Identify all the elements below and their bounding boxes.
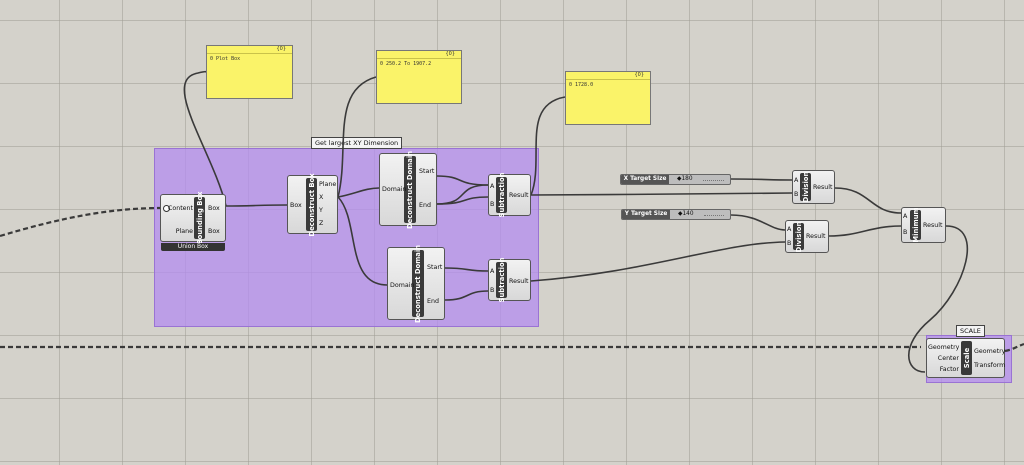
subtraction-1-component[interactable]: Subtraction A B Result: [488, 172, 531, 218]
port-a-in[interactable]: A: [490, 268, 495, 275]
component-name-band: Deconstruct Box: [306, 172, 317, 237]
scale-component[interactable]: Scale Geometry Center Factor Geometry Tr…: [926, 338, 1005, 378]
port-a-in[interactable]: A: [787, 226, 792, 233]
panel-header: {0}: [377, 51, 461, 59]
port-start-out[interactable]: Start: [419, 168, 435, 175]
port-factor-in[interactable]: Factor: [939, 366, 959, 373]
port-y-out[interactable]: Y: [319, 207, 323, 214]
port-b-in[interactable]: B: [903, 229, 908, 236]
wire-min-to-factor: [907, 225, 969, 373]
wire-sub1-to-div1: [530, 192, 793, 196]
component-name-band: Deconstruct Domain: [412, 244, 424, 323]
wire-dd1-start-a: [436, 175, 489, 186]
port-x-out[interactable]: X: [319, 194, 324, 201]
port-a-in[interactable]: A: [490, 183, 495, 190]
slider-value: ◆180: [677, 176, 693, 182]
minimum-component[interactable]: Minimum A B Result: [901, 207, 946, 243]
component-name-band: Subtraction: [496, 172, 507, 218]
port-center-in[interactable]: Center: [937, 355, 959, 362]
wire-dd2-end-b: [444, 290, 489, 301]
port-b-in[interactable]: B: [787, 240, 792, 247]
port-start-out[interactable]: Start: [427, 264, 443, 271]
slider-label: Y Target Size: [622, 210, 670, 219]
wire-y-to-dd2: [337, 196, 388, 286]
component-name-band: Scale: [961, 341, 972, 375]
wire-bbox-to-debox: [225, 204, 288, 207]
panel-text: 0 1728.0: [569, 82, 594, 88]
union-box-label: Union Box: [161, 243, 225, 251]
wire-div2-to-min: [828, 225, 902, 237]
component-name-band: Division: [800, 171, 811, 203]
panel-plot-box[interactable]: {0} 0 Plot Box: [206, 45, 293, 99]
slider-value: ◆140: [678, 211, 694, 217]
wire-sub2-to-div2: [530, 241, 786, 282]
deconstruct-domain-1-component[interactable]: Deconstruct Domain Domain Start End: [379, 150, 437, 229]
wire-dd1-end-b: [436, 196, 489, 205]
port-result-out[interactable]: Result: [806, 233, 826, 240]
port-b-in[interactable]: B: [490, 287, 495, 294]
port-end-out[interactable]: End: [427, 298, 439, 305]
port-box-out-1[interactable]: Box: [208, 205, 220, 212]
wire-incoming-content: [0, 206, 162, 238]
port-end-out[interactable]: End: [419, 202, 431, 209]
port-content[interactable]: Content: [167, 205, 193, 212]
group-label-largest-xy: Get largest XY Dimension: [311, 137, 403, 149]
deconstruct-domain-2-component[interactable]: Deconstruct Domain Domain Start End: [387, 244, 445, 323]
port-result-out[interactable]: Result: [813, 184, 833, 191]
port-geometry-in[interactable]: Geometry: [928, 344, 960, 351]
wire-yslider-to-div2: [730, 214, 786, 231]
port-box-out-2[interactable]: Box: [208, 228, 220, 235]
port-a-in[interactable]: A: [794, 177, 799, 184]
component-name-band: Subtraction: [496, 257, 507, 303]
bounding-box-component[interactable]: Bounding Box Content Plane Box Box: [160, 191, 226, 245]
wire-x-to-dd1: [337, 187, 380, 198]
panel-text: 0 Plot Box: [210, 56, 241, 62]
division-2-component[interactable]: Division A B Result: [785, 220, 829, 253]
slider-label: X Target Size: [621, 175, 669, 184]
component-name-band: Minimum: [910, 207, 921, 243]
wire-dd2-start-a: [444, 267, 489, 272]
port-result-out[interactable]: Result: [509, 192, 529, 199]
port-b-in[interactable]: B: [490, 201, 495, 208]
wire-sub1-to-panel3: [530, 96, 566, 196]
panel-text: 0 250.2 To 1907.2: [380, 61, 432, 67]
wire-scale-out: [1004, 342, 1024, 353]
port-a-in[interactable]: A: [903, 213, 908, 220]
port-z-out[interactable]: Z: [319, 220, 324, 227]
panel-x-length[interactable]: {0} 0 1728.0: [565, 71, 651, 125]
division-1-component[interactable]: Division A B Result: [792, 170, 835, 204]
wire-div1-to-min: [834, 187, 902, 214]
component-name-band: Division: [793, 221, 804, 252]
port-plane-out[interactable]: Plane: [319, 181, 337, 188]
content-port-icon[interactable]: [163, 205, 170, 212]
wire-xslider-to-div1: [730, 178, 793, 181]
port-plane[interactable]: Plane: [175, 228, 193, 235]
port-result-out[interactable]: Result: [923, 222, 943, 229]
panel-x-domain[interactable]: {0} 0 250.2 To 1907.2: [376, 50, 462, 104]
y-target-size-slider[interactable]: Y Target Size ◆140: [621, 209, 731, 220]
x-target-size-slider[interactable]: X Target Size ◆180: [620, 174, 731, 185]
port-transform-out[interactable]: Transform: [974, 362, 1006, 369]
slider-track[interactable]: [703, 180, 724, 181]
subtraction-2-component[interactable]: Subtraction A B Result: [488, 257, 531, 303]
wire-x-to-panel2: [337, 76, 377, 198]
deconstruct-box-component[interactable]: Deconstruct Box Box Plane X Y Z: [287, 172, 338, 237]
port-box-in[interactable]: Box: [290, 202, 302, 209]
port-domain-in[interactable]: Domain: [382, 186, 407, 193]
port-b-in[interactable]: B: [794, 191, 799, 198]
component-name-band: Deconstruct Domain: [404, 150, 416, 229]
group-label-scale: SCALE: [956, 325, 985, 337]
component-name-band: Bounding Box: [194, 191, 205, 245]
port-result-out[interactable]: Result: [509, 278, 529, 285]
slider-track[interactable]: [704, 215, 724, 216]
port-domain-in[interactable]: Domain: [390, 282, 415, 289]
panel-header: {0}: [566, 72, 650, 80]
panel-header: {0}: [207, 46, 292, 54]
port-geometry-out[interactable]: Geometry: [974, 348, 1006, 355]
